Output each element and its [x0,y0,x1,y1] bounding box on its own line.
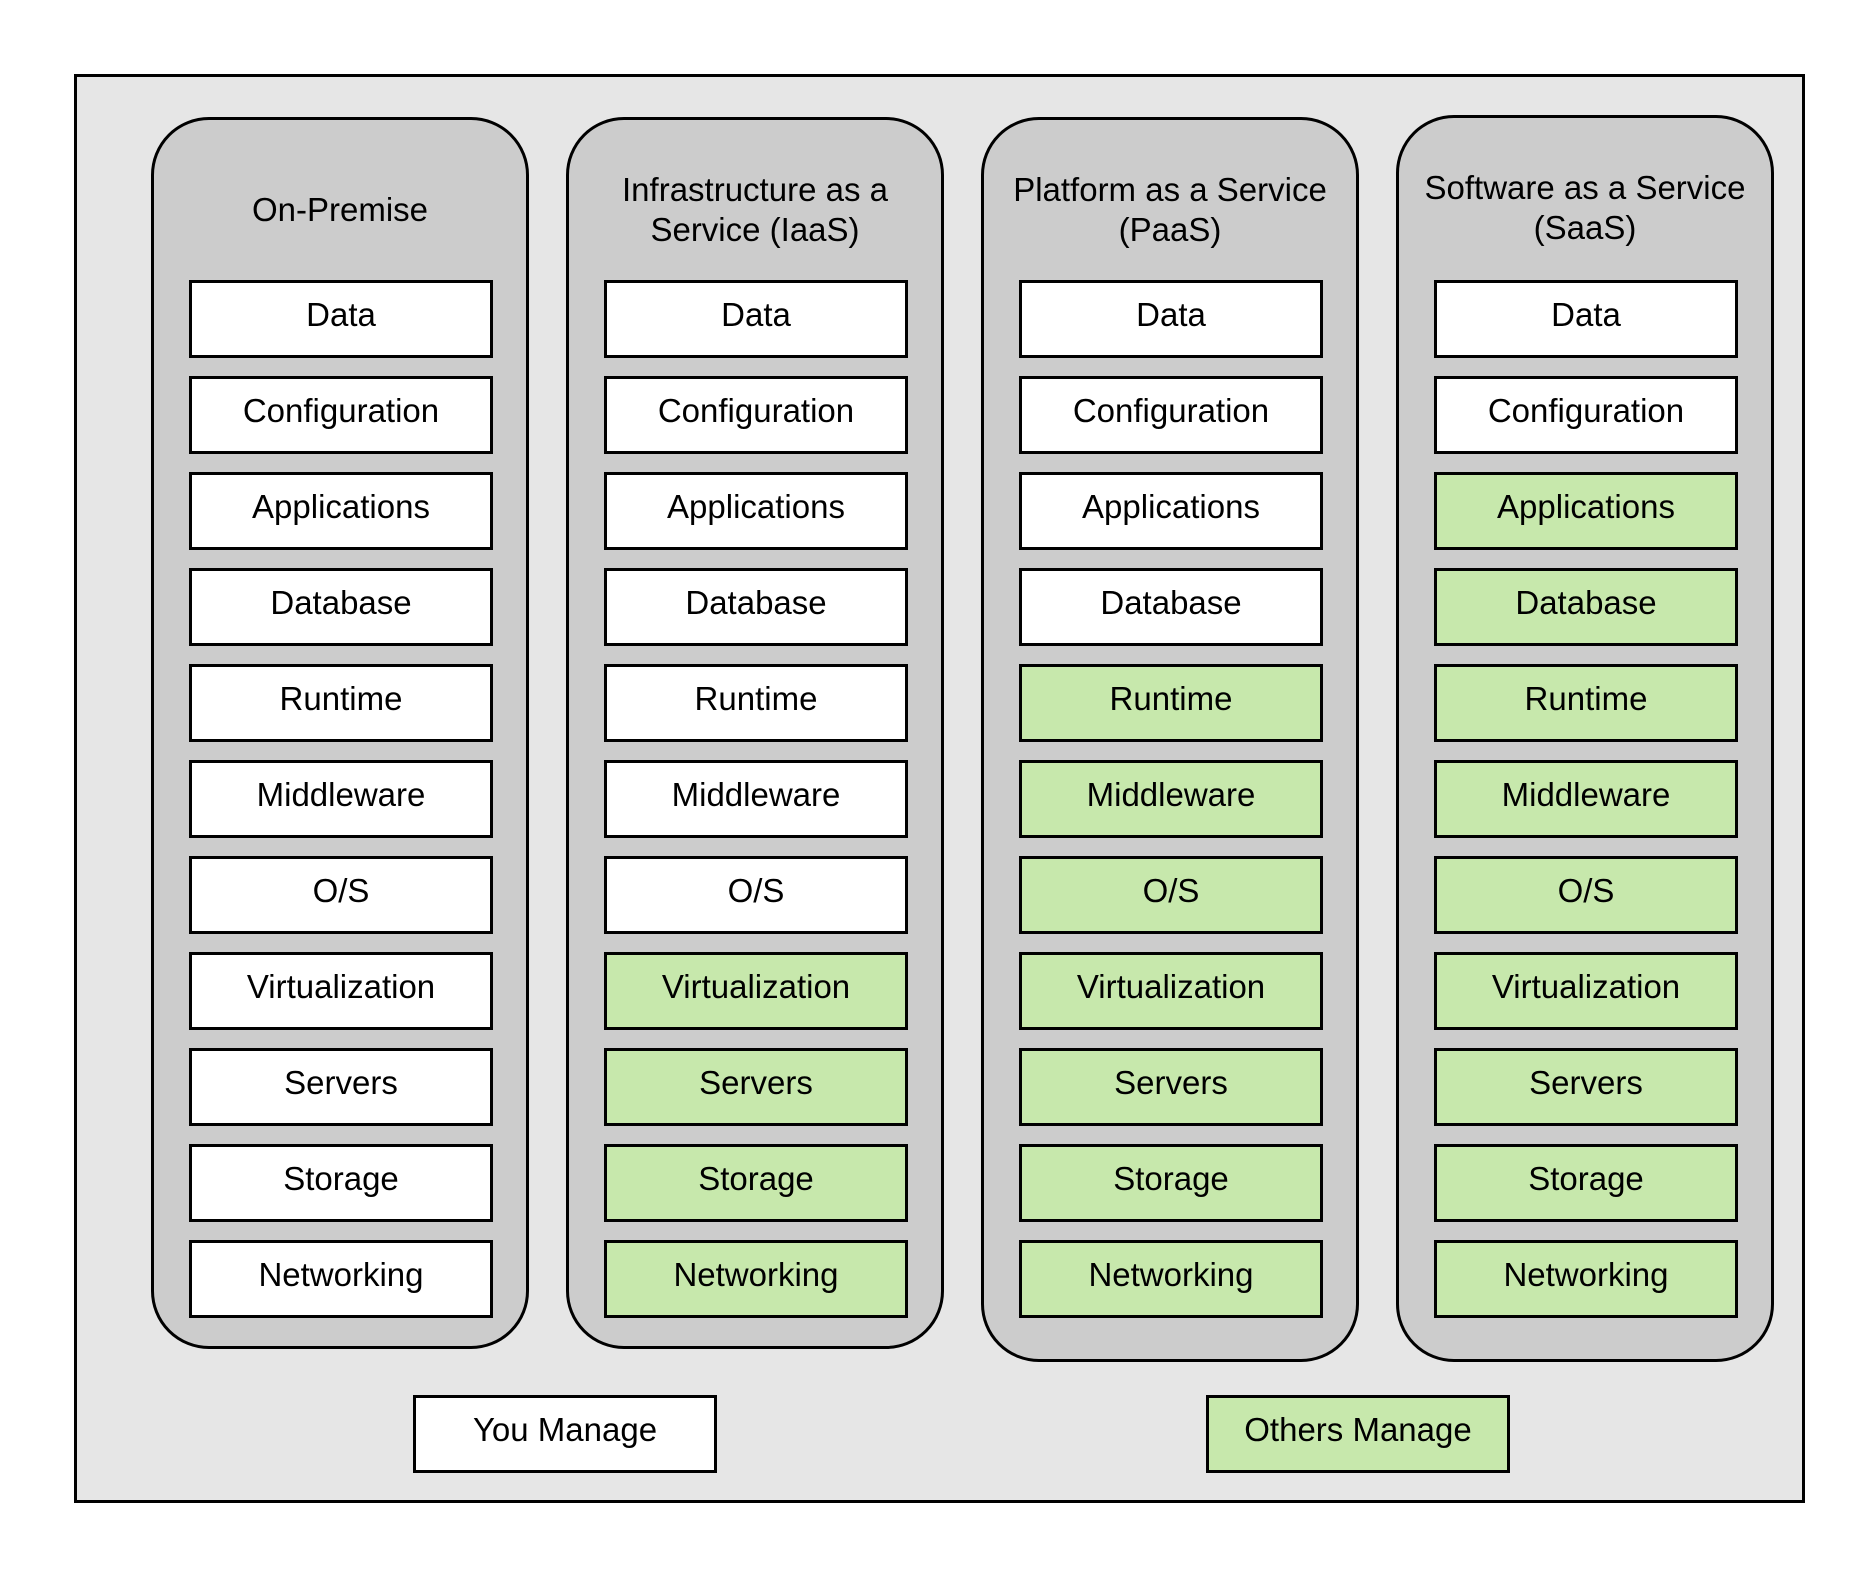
layer-applications: Applications [1434,472,1738,550]
layer-configuration: Configuration [604,376,908,454]
legend-others-manage: Others Manage [1206,1395,1510,1473]
layer-middleware: Middleware [1019,760,1323,838]
layer-virtualization: Virtualization [1434,952,1738,1030]
layer-database: Database [1019,568,1323,646]
layer-storage: Storage [189,1144,493,1222]
layer-virtualization: Virtualization [1019,952,1323,1030]
legend-you-manage: You Manage [413,1395,717,1473]
column-title: Infrastructure as a Service (IaaS) [622,171,888,248]
layer-applications: Applications [604,472,908,550]
layer-database: Database [189,568,493,646]
layer-middleware: Middleware [604,760,908,838]
layer-servers: Servers [604,1048,908,1126]
layer-networking: Networking [604,1240,908,1318]
layer-database: Database [1434,568,1738,646]
layer-data: Data [1019,280,1323,358]
layer-data: Data [189,280,493,358]
layer-servers: Servers [1434,1048,1738,1126]
layer-configuration: Configuration [189,376,493,454]
layer-configuration: Configuration [1019,376,1323,454]
layer-servers: Servers [1019,1048,1323,1126]
layer-networking: Networking [189,1240,493,1318]
layer-o-s: O/S [604,856,908,934]
layer-applications: Applications [1019,472,1323,550]
layer-networking: Networking [1434,1240,1738,1318]
layer-database: Database [604,568,908,646]
layer-runtime: Runtime [189,664,493,742]
layer-storage: Storage [1019,1144,1323,1222]
layer-o-s: O/S [1434,856,1738,934]
layer-virtualization: Virtualization [604,952,908,1030]
layer-data: Data [604,280,908,358]
layer-networking: Networking [1019,1240,1323,1318]
column-title: On-Premise [251,191,429,228]
layer-middleware: Middleware [1434,760,1738,838]
layer-runtime: Runtime [604,664,908,742]
layer-virtualization: Virtualization [189,952,493,1030]
column-title: Platform as a Service (PaaS) [1013,171,1327,248]
layer-storage: Storage [1434,1144,1738,1222]
layer-servers: Servers [189,1048,493,1126]
layer-runtime: Runtime [1434,664,1738,742]
layer-middleware: Middleware [189,760,493,838]
layer-configuration: Configuration [1434,376,1738,454]
layer-data: Data [1434,280,1738,358]
layer-runtime: Runtime [1019,664,1323,742]
layer-storage: Storage [604,1144,908,1222]
layer-applications: Applications [189,472,493,550]
layer-o-s: O/S [1019,856,1323,934]
column-title: Software as a Service (SaaS) [1424,169,1746,246]
layer-o-s: O/S [189,856,493,934]
